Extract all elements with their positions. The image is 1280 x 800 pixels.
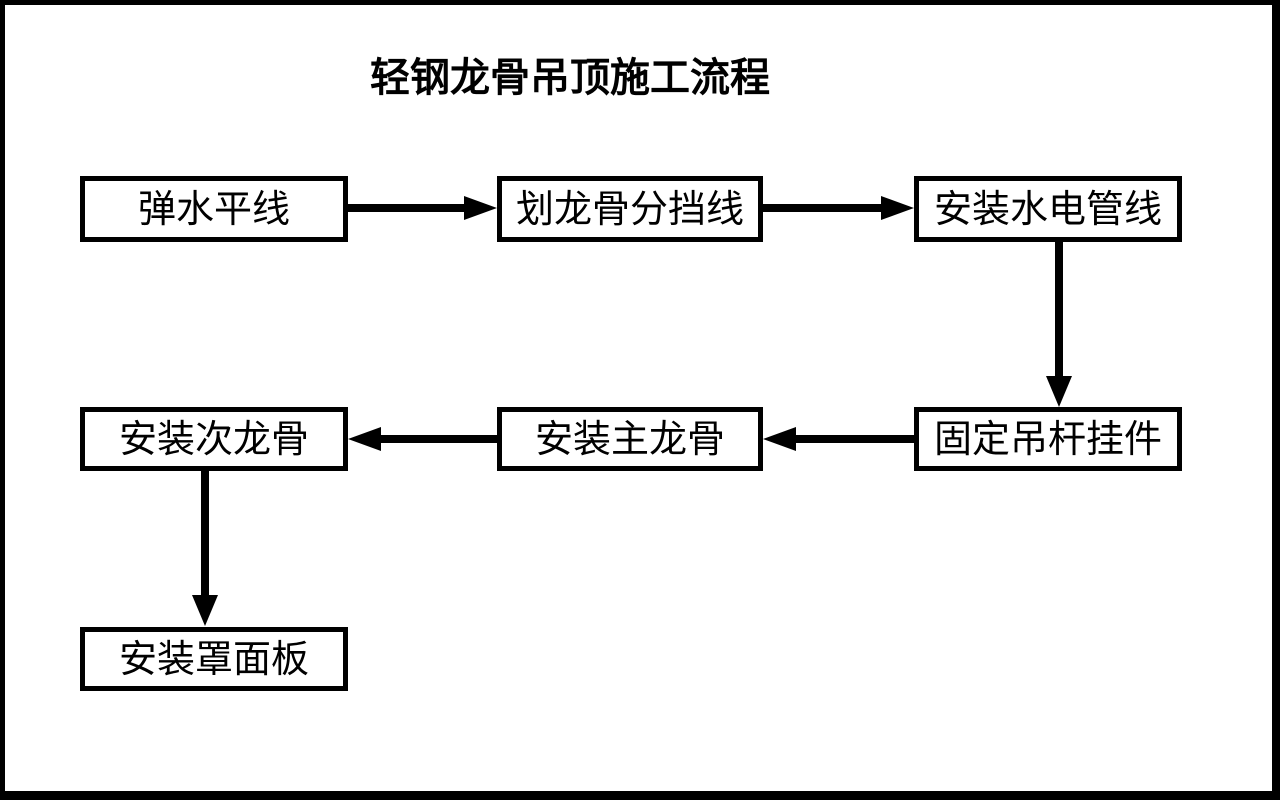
step-label: 安装次龙骨 [118,417,309,461]
arrow-shaft [379,435,497,443]
step-label: 弹水平线 [137,187,290,231]
step-box-snap-level-line: 弹水平线 [80,176,348,242]
step-label: 安装水电管线 [933,187,1162,231]
arrow-shaft [763,204,885,212]
step-box-mark-keel-grid-lines: 划龙骨分挡线 [497,176,763,242]
step-box-install-secondary-keel: 安装次龙骨 [80,407,348,471]
step-label: 固定吊杆挂件 [933,417,1162,461]
arrow-shaft [1055,242,1063,378]
step-label: 安装主龙骨 [534,417,725,461]
step-label: 安装罩面板 [118,637,309,681]
arrow-head [192,595,218,626]
diagram-title: 轻钢龙骨吊顶施工流程 [370,55,770,101]
arrow-head [348,427,381,451]
step-box-install-cover-panel: 安装罩面板 [80,627,348,691]
arrow-head [881,196,914,220]
step-box-fix-hanger-rods: 固定吊杆挂件 [914,407,1182,471]
step-box-install-main-keel: 安装主龙骨 [497,407,763,471]
arrow-shaft [794,435,914,443]
step-box-install-plumbing-wiring: 安装水电管线 [914,176,1182,242]
arrow-shaft [201,471,209,597]
arrow-head [1046,376,1072,407]
step-label: 划龙骨分挡线 [515,187,744,231]
arrow-head [464,196,497,220]
arrow-shaft [348,204,470,212]
arrow-head [763,427,796,451]
